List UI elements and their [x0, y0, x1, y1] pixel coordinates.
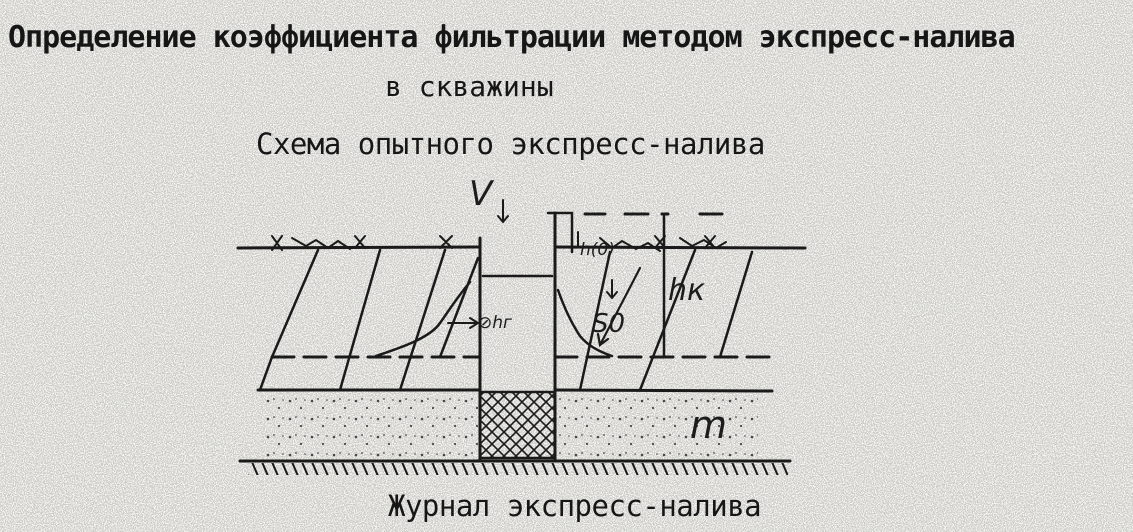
label-h0: h(0): [580, 240, 615, 260]
s0-arrow: [596, 266, 642, 347]
infiltration-curve-left: [374, 280, 472, 358]
document-title-line-1: Определение коэффициента фильтрации мето…: [8, 20, 1016, 55]
sand-layer-left: [262, 393, 478, 458]
scheme-title: Схема опытного экспресс-налива: [256, 127, 765, 161]
well-casing-top: [546, 211, 574, 254]
ground-surface-line: [236, 245, 807, 250]
aquifer-top-line: [256, 388, 774, 393]
upper-layer-hatching-lower: [258, 355, 274, 392]
label-dh: ⊘hг: [478, 313, 512, 333]
well-filter-hatch: [478, 390, 557, 460]
label-hk: hк: [668, 273, 705, 308]
upper-layer-hatching: [270, 248, 754, 392]
journal-title: Журнал экспресс-налива: [388, 489, 762, 523]
vegetation-marks: [271, 235, 727, 252]
infiltration-curve-right: [556, 288, 614, 358]
sand-layer-right: [558, 393, 758, 458]
label-v: V: [469, 174, 495, 214]
label-m: m: [690, 403, 727, 447]
inflow-arrow: [497, 199, 509, 224]
label-s0: S0: [592, 309, 625, 339]
document-title-line-2: в скважины: [385, 70, 554, 103]
flow-arrow-left: [447, 317, 480, 329]
base-ground-hatching: [248, 463, 788, 475]
h0-arrow: [577, 231, 618, 300]
